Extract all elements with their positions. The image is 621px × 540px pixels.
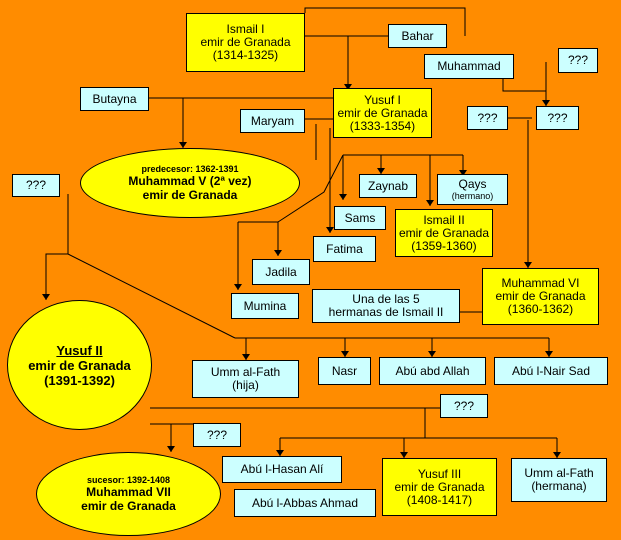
muhammad-name: Muhammad bbox=[437, 59, 501, 73]
bahar-node[interactable]: Bahar bbox=[388, 24, 447, 48]
ismail-i-name: Ismail I bbox=[226, 22, 265, 36]
qays-node[interactable]: Qays (hermano) bbox=[437, 174, 508, 205]
abu-abd-allah-node[interactable]: Abú abd Allah bbox=[379, 357, 486, 385]
yusuf-i-title: emir de Granada bbox=[337, 105, 428, 120]
abu-l-hasan-ali-name: Abú l-Hasan Alí bbox=[240, 462, 324, 476]
butayna-node[interactable]: Butayna bbox=[80, 87, 149, 111]
zaynab-node[interactable]: Zaynab bbox=[359, 174, 417, 198]
muhammad-vi-years: (1360-1362) bbox=[507, 302, 574, 316]
ismail-i-years: (1314-1325) bbox=[212, 48, 279, 62]
nasr-name: Nasr bbox=[331, 363, 358, 378]
muhammad-vi-name: Muhammad VI bbox=[501, 276, 580, 290]
unknown-2-name: ??? bbox=[477, 110, 498, 125]
umm-al-fath-daughter-node[interactable]: Umm al-Fath (hija) bbox=[192, 360, 299, 398]
qays-note: (hermano) bbox=[451, 191, 494, 201]
muhammad-v-title: emir de Granada bbox=[142, 188, 238, 202]
unknown-node-1[interactable]: ??? bbox=[558, 48, 598, 73]
abu-l-hasan-ali-node[interactable]: Abú l-Hasan Alí bbox=[222, 456, 342, 483]
qays-name: Qays bbox=[458, 177, 487, 191]
yusuf-i-years: (1333-1354) bbox=[349, 118, 416, 133]
muhammad-vi-node[interactable]: Muhammad VI emir de Granada (1360-1362) bbox=[482, 268, 599, 325]
butayna-name: Butayna bbox=[92, 91, 137, 106]
ismail-ii-name: Ismail II bbox=[423, 212, 465, 227]
zaynab-name: Zaynab bbox=[367, 178, 409, 193]
umm-al-fath-daughter-note: (hija) bbox=[232, 378, 259, 392]
muhammad-v-caption: predecesor: 1362-1391 bbox=[141, 164, 239, 174]
jadila-name: Jadila bbox=[265, 264, 297, 279]
maryam-name: Maryam bbox=[250, 113, 295, 128]
yusuf-ii-name: Yusuf II bbox=[56, 342, 103, 358]
unknown-4-name: ??? bbox=[25, 178, 47, 192]
yusuf-iii-years: (1408-1417) bbox=[406, 492, 473, 507]
yusuf-ii-node[interactable]: Yusuf II emir de Granada (1391-1392) bbox=[7, 300, 152, 430]
nasr-node[interactable]: Nasr bbox=[318, 357, 371, 385]
umm-al-fath-sister-name: Umm al-Fath bbox=[524, 466, 594, 480]
umm-al-fath-sister-node[interactable]: Umm al-Fath (hermana) bbox=[511, 458, 607, 502]
yusuf-iii-title: emir de Granada bbox=[394, 479, 485, 494]
yusuf-i-node[interactable]: Yusuf I emir de Granada (1333-1354) bbox=[333, 88, 432, 138]
ismail-ii-years: (1359-1360) bbox=[411, 238, 477, 253]
unknown-node-5[interactable]: ??? bbox=[440, 394, 488, 418]
ismail-ii-sister-line1: Una de las 5 bbox=[352, 292, 420, 306]
abu-l-nair-sad-node[interactable]: Abú l-Nair Sad bbox=[494, 357, 608, 385]
muhammad-node[interactable]: Muhammad bbox=[424, 54, 514, 79]
yusuf-iii-name: Yusuf III bbox=[417, 466, 462, 481]
fatima-name: Fatima bbox=[326, 241, 363, 256]
jadila-node[interactable]: Jadila bbox=[252, 259, 310, 285]
yusuf-iii-node[interactable]: Yusuf III emir de Granada (1408-1417) bbox=[382, 458, 497, 516]
unknown-node-2[interactable]: ??? bbox=[467, 106, 508, 130]
mumina-node[interactable]: Mumina bbox=[231, 293, 299, 319]
muhammad-vi-title: emir de Granada bbox=[495, 289, 586, 303]
abu-l-abbas-ahmad-node[interactable]: Abú l-Abbas Ahmad bbox=[234, 489, 376, 517]
ismail-ii-sister-line2: hermanas de Ismail II bbox=[328, 305, 444, 319]
sams-node[interactable]: Sams bbox=[334, 206, 386, 230]
ismail-ii-node[interactable]: Ismail II emir de Granada (1359-1360) bbox=[395, 209, 493, 257]
ismail-ii-title: emir de Granada bbox=[398, 225, 490, 240]
muhammad-vii-title: emir de Granada bbox=[81, 499, 176, 513]
yusuf-i-name: Yusuf I bbox=[364, 92, 401, 107]
unknown-3-name: ??? bbox=[547, 110, 568, 125]
muhammad-vii-caption: sucesor: 1392-1408 bbox=[86, 475, 171, 485]
muhammad-vii-node[interactable]: sucesor: 1392-1408 Muhammad VII emir de … bbox=[36, 452, 221, 536]
umm-al-fath-daughter-name: Umm al-Fath bbox=[210, 365, 281, 379]
fatima-node[interactable]: Fatima bbox=[313, 236, 376, 262]
muhammad-vii-name: Muhammad VII bbox=[86, 485, 171, 499]
yusuf-ii-years: (1391-1392) bbox=[44, 372, 115, 388]
abu-l-abbas-ahmad-name: Abú l-Abbas Ahmad bbox=[251, 495, 359, 510]
unknown-1-name: ??? bbox=[567, 53, 589, 67]
mumina-name: Mumina bbox=[243, 298, 287, 313]
sams-name: Sams bbox=[344, 210, 376, 225]
unknown-node-3[interactable]: ??? bbox=[536, 106, 579, 130]
unknown-6-name: ??? bbox=[206, 427, 228, 442]
abu-abd-allah-name: Abú abd Allah bbox=[395, 363, 470, 378]
muhammad-v-node[interactable]: predecesor: 1362-1391 Muhammad V (2ª vez… bbox=[80, 148, 300, 218]
umm-al-fath-sister-note: (hermana) bbox=[531, 479, 587, 493]
maryam-node[interactable]: Maryam bbox=[240, 109, 305, 133]
unknown-node-6[interactable]: ??? bbox=[193, 423, 241, 447]
unknown-node-4[interactable]: ??? bbox=[12, 174, 60, 197]
yusuf-ii-title: emir de Granada bbox=[28, 357, 131, 373]
muhammad-v-name: Muhammad V (2ª vez) bbox=[128, 174, 252, 188]
bahar-name: Bahar bbox=[401, 28, 434, 43]
ismail-i-node[interactable]: Ismail I emir de Granada (1314-1325) bbox=[186, 13, 305, 72]
ismail-i-title: emir de Granada bbox=[200, 35, 291, 49]
abu-l-nair-sad-name: Abú l-Nair Sad bbox=[511, 363, 591, 378]
unknown-5-name: ??? bbox=[453, 398, 475, 413]
ismail-ii-sister-node[interactable]: Una de las 5 hermanas de Ismail II bbox=[312, 289, 460, 323]
